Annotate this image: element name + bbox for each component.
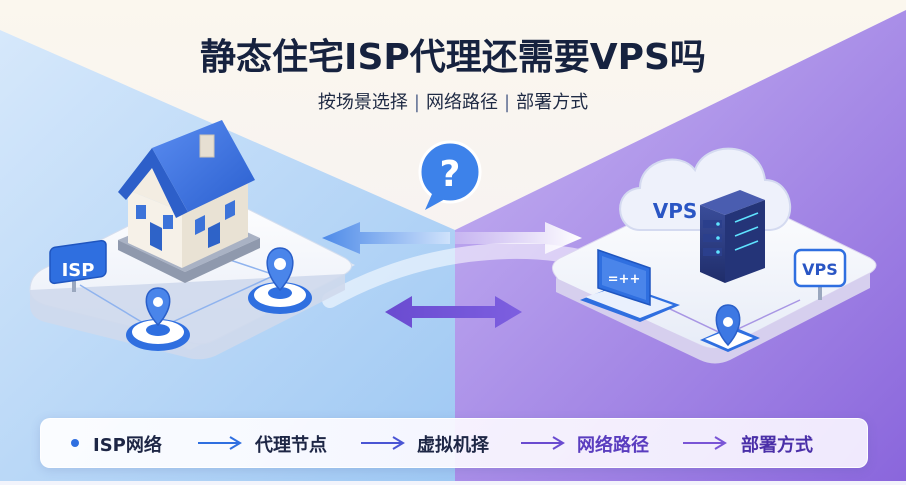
server-icon	[700, 190, 765, 283]
question-bubble-icon: ?	[418, 140, 482, 210]
cloud-vps-label: VPS	[653, 199, 698, 223]
location-pin-icon	[126, 287, 190, 351]
subtitle-network-path: 网络路径	[426, 92, 498, 113]
flow-bar: ISP网络 代理节点 虚拟机择 网络路径 部署方式	[40, 418, 868, 468]
subtitle-scene: 按场景选择	[317, 92, 408, 113]
flow-bullet-icon	[71, 439, 79, 447]
flow-step-vm: 虚拟机择	[417, 435, 489, 456]
location-pin-icon	[248, 247, 312, 314]
question-mark: ?	[440, 154, 461, 195]
vps-sign: VPS	[793, 248, 847, 300]
flow-step-network-path: 网络路径	[577, 435, 649, 456]
arrow-to-left	[322, 222, 450, 254]
flow-arrow-icon	[361, 436, 405, 450]
flow-step-proxy-node: 代理节点	[255, 435, 327, 456]
arrow-to-right	[455, 222, 582, 254]
bidirectional-arrow	[385, 296, 522, 328]
isp-sign: ISP	[49, 239, 107, 292]
isp-sign-label: ISP	[62, 260, 95, 281]
flow-arrow-icon	[521, 436, 565, 450]
flow-arrow-icon	[198, 436, 242, 450]
subtitle-separator: |	[413, 92, 420, 113]
page-title: 静态住宅ISP代理还需要VPS吗	[200, 37, 706, 78]
location-pin-icon	[700, 304, 760, 352]
page-subtitle: 按场景选择|网络路径|部署方式	[0, 88, 906, 114]
monitor-label: =++	[608, 272, 641, 287]
monitor-icon: =++	[580, 248, 680, 322]
flow-step-deployment: 部署方式	[741, 435, 813, 456]
subtitle-separator: |	[504, 92, 511, 113]
house-icon	[118, 120, 260, 283]
flow-step-isp-network: ISP网络	[93, 435, 162, 456]
vps-sign-label: VPS	[802, 260, 838, 279]
subtitle-deployment: 部署方式	[516, 92, 589, 113]
flow-arrow-icon	[683, 436, 727, 450]
